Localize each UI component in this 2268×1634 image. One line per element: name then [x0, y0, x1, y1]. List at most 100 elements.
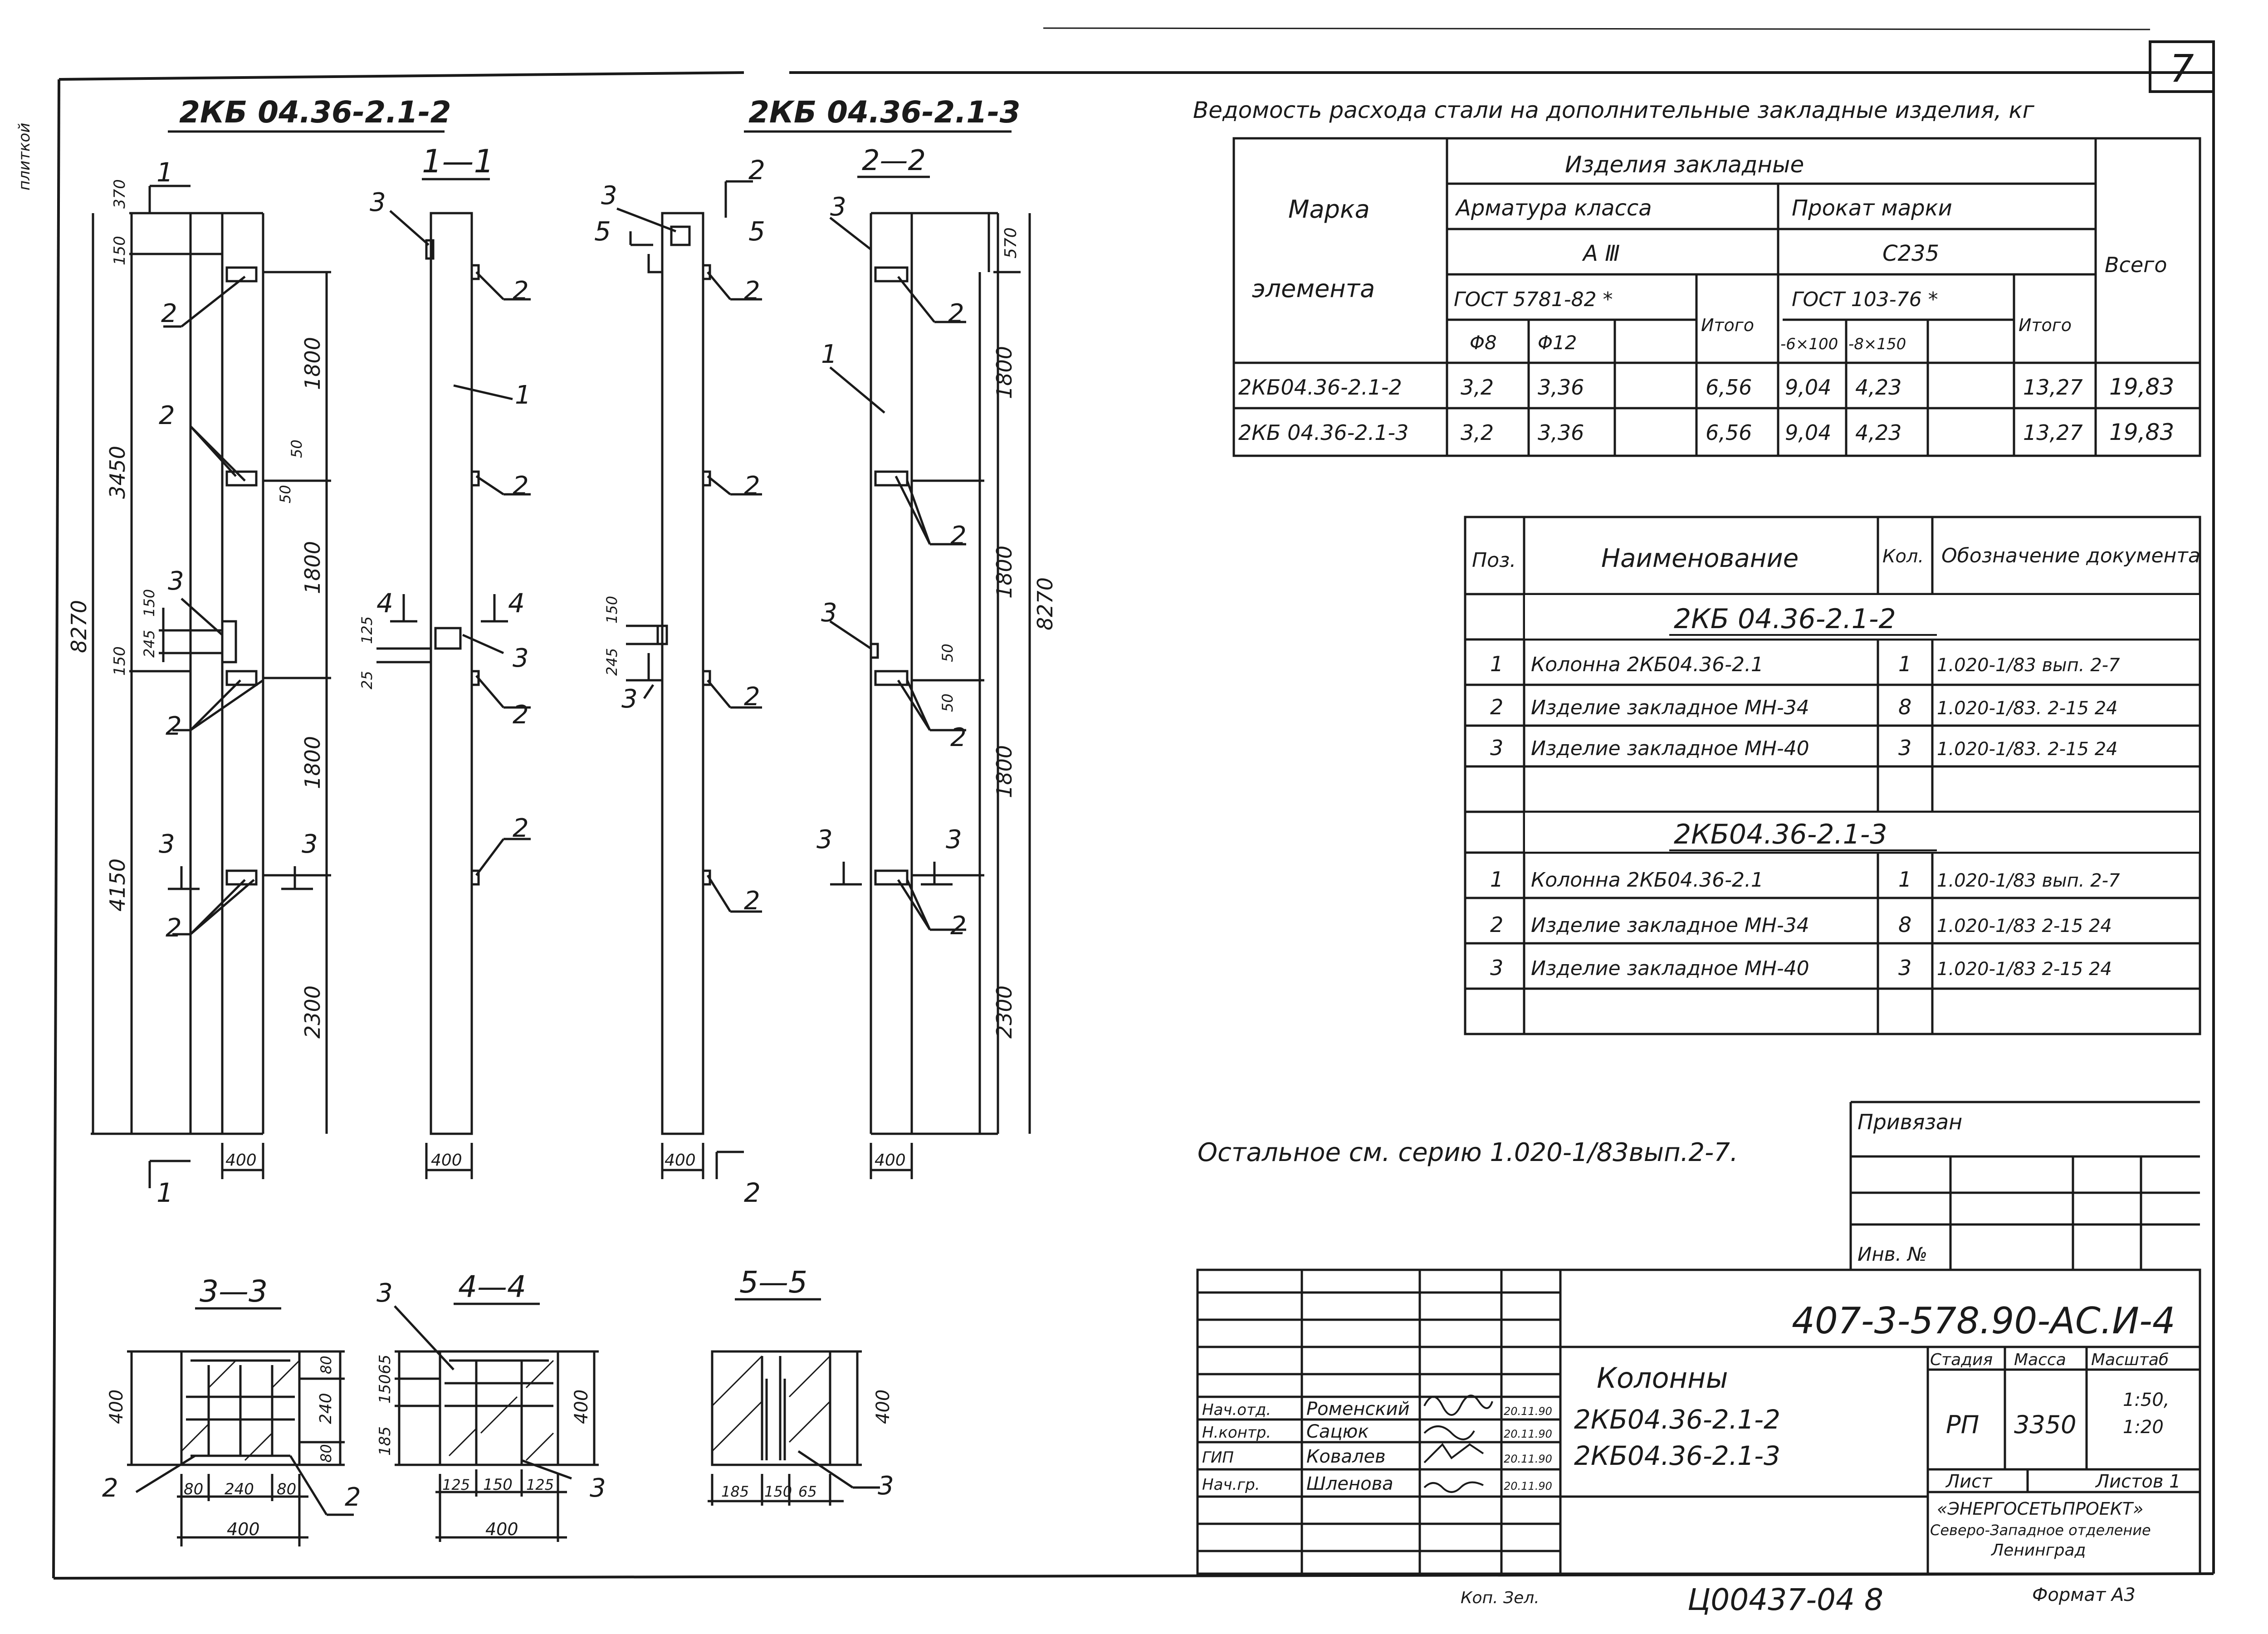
v1-dim-1800-b: 1800	[300, 541, 325, 594]
s33-dim-80-r: 80	[277, 1480, 296, 1498]
s33-dim-80-bot: 80	[318, 1444, 335, 1463]
steel-h-a3: А Ⅲ	[1582, 241, 1620, 266]
steel-r2-6x100: 9,04	[1785, 420, 1831, 445]
v1-label-1-top: 1	[156, 157, 173, 188]
title-line-1: Колонны	[1597, 1361, 1728, 1395]
s22-label-2d: 2	[950, 911, 967, 941]
s55-label-3: 3	[878, 1471, 894, 1501]
steel-h-total-sub-1: Итого	[1701, 315, 1754, 335]
v1-label-2d: 2	[166, 913, 182, 943]
steel-h-items: Изделия закладные	[1565, 151, 1804, 178]
v1-dim-1800-c: 1800	[300, 736, 325, 789]
section-2-2-title: 2—2	[862, 144, 926, 177]
title-line-3: 2КБ04.36-2.1-3	[1574, 1440, 1780, 1471]
spec2-r2-doc: 1.020-1/83 2-15 24	[1937, 916, 2112, 937]
v1-dim-8270: 8270	[67, 600, 91, 653]
sig-r4-role: Нач.гр.	[1202, 1476, 1260, 1494]
sig-r2-date: 20.11.90	[1504, 1428, 1552, 1440]
spec2-r2-pos: 2	[1490, 912, 1503, 937]
v2-label-5-right: 5	[748, 216, 765, 247]
signature-scribble-4	[1423, 1481, 1484, 1493]
steel-r1-sub2: 13,27	[2023, 375, 2083, 400]
s22-label-2c: 2	[950, 723, 967, 752]
spec-h-qty: Кол.	[1882, 546, 1924, 567]
section-5-5: 5—5 400 185 150 65 3	[708, 1265, 894, 1506]
steel-r1-f12: 3,36	[1538, 375, 1584, 400]
specification-table: Поз. Наименование Кол. Обозначение докум…	[1464, 516, 2201, 1035]
general-note: Остальное см. серию 1.020-1/83вып.2-7.	[1198, 1138, 1738, 1167]
title-block: 407-3-578.90-АС.И-4 Колонны 2КБ04.36-2.1…	[1196, 1268, 2201, 1575]
section-3-3: 3—3	[102, 1274, 361, 1546]
sig-r1-date: 20.11.90	[1504, 1405, 1552, 1418]
v1-dim-50b: 50	[288, 439, 305, 458]
steel-r1-mark: 2КБ04.36-2.1-2	[1238, 375, 1402, 400]
s44-dim-400-right: 400	[571, 1390, 592, 1424]
steel-h-gost-rebar: ГОСТ 5781-82 *	[1454, 288, 1613, 311]
steel-r1-8x150: 4,23	[1855, 375, 1901, 400]
spec-h-name: Наименование	[1601, 544, 1799, 573]
footer-format: Формат А3	[2032, 1585, 2136, 1605]
steel-consumption-table: Ведомость расхода стали на дополнительны…	[1193, 97, 2201, 457]
binding-block: Привязан Инв. №	[1849, 1101, 2200, 1270]
steel-table-title: Ведомость расхода стали на дополнительны…	[1193, 97, 2035, 123]
s55-dim-150: 150	[764, 1483, 792, 1500]
v1-dim-400: 400	[225, 1151, 257, 1170]
v1-dim-1800-a: 1800	[300, 337, 325, 390]
steel-h-6x100: -6×100	[1780, 335, 1838, 353]
section-4-4: 4—4	[376, 1269, 606, 1542]
spec1-r1-qty: 1	[1898, 652, 1911, 676]
v2-label-5-left: 5	[594, 216, 611, 247]
spec1-r3-doc: 1.020-1/83. 2-15 24	[1937, 739, 2118, 760]
s55-dim-400: 400	[873, 1390, 894, 1424]
spec-group-1-rows: 1 Колонна 2КБ04.36-2.1 1 1.020-1/83 вып.…	[1490, 652, 2120, 760]
stamp-h-scale: Масштаб	[2091, 1351, 2169, 1369]
v1-label-2b: 2	[159, 401, 175, 430]
title-line-2: 2КБ04.36-2.1-2	[1574, 1404, 1780, 1435]
section-3-3-title: 3—3	[200, 1274, 268, 1309]
s22-label-3-right: 3	[946, 825, 962, 854]
spec2-r3-qty: 3	[1898, 956, 1911, 980]
s11-label-4-right: 4	[508, 588, 525, 619]
v2-label-2d: 2	[744, 886, 760, 916]
steel-r2-f8: 3,2	[1461, 420, 1494, 445]
stamp-sheets: Листов 1	[2095, 1471, 2181, 1492]
stamp-scale-1: 1:50,	[2123, 1390, 2170, 1410]
signature-scribble-2	[1423, 1425, 1475, 1440]
spec1-r2-name: Изделие закладное МН-34	[1531, 696, 1809, 719]
v2-label-3b: 3	[621, 684, 638, 714]
stamp-h-mass: Масса	[2014, 1351, 2066, 1369]
s22-dim-1800-a: 1800	[992, 346, 1017, 399]
v1-dim-3450: 3450	[105, 446, 130, 499]
view-1-title: 2КБ 04.36-2.1-2	[179, 95, 451, 130]
s44-dim-125-r: 125	[526, 1476, 554, 1493]
sig-r2-name: Сацюк	[1306, 1421, 1369, 1442]
spec1-r1-pos: 1	[1490, 652, 1503, 676]
section-1-1-title: 1—1	[422, 143, 494, 180]
spec2-r3-doc: 1.020-1/83 2-15 24	[1937, 959, 2112, 980]
s11-dim-25: 25	[358, 671, 376, 689]
s22-dim-1800-b: 1800	[992, 546, 1017, 599]
stamp-mass: 3350	[2014, 1410, 2076, 1439]
section-4-4-title: 4—4	[458, 1269, 526, 1304]
sheet-number: 7	[2170, 46, 2194, 91]
v1-label-3-right: 3	[302, 829, 318, 859]
v1-label-1-bottom: 1	[156, 1177, 173, 1208]
sig-r3-date: 20.11.90	[1504, 1453, 1552, 1465]
s22-label-3: 3	[830, 192, 846, 222]
s22-label-3-left: 3	[816, 825, 833, 854]
s11-dim-400: 400	[431, 1151, 462, 1170]
stamp-org-3: Ленинград	[1990, 1541, 2086, 1560]
steel-h-mark-2: элемента	[1252, 274, 1375, 303]
view-2-title: 2КБ 04.36-2.1-3	[748, 95, 1021, 130]
s44-dim-65: 65	[376, 1355, 394, 1374]
v2-label-2-bottom: 2	[744, 1177, 761, 1208]
inv-no-label: Инв. №	[1857, 1243, 1927, 1265]
stamp-sheet: Лист	[1945, 1471, 1993, 1492]
spec-group-1: 2КБ 04.36-2.1-2	[1674, 603, 1896, 635]
s55-dim-185: 185	[721, 1483, 749, 1500]
signatures: Нач.отд. Роменский 20.11.90 Н.контр. Сац…	[1202, 1395, 1552, 1494]
s22-dim-2300: 2300	[992, 985, 1017, 1039]
steel-r2-mark: 2КБ 04.36-2.1-3	[1238, 420, 1408, 445]
spec1-r3-name: Изделие закладное МН-40	[1531, 737, 1809, 760]
v1-dim-370: 370	[111, 179, 129, 209]
